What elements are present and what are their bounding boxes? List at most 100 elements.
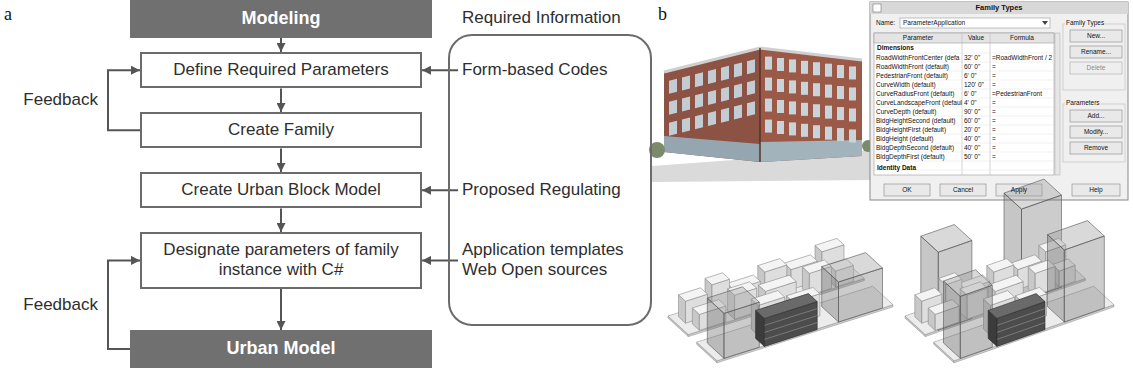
dialog-text: =	[992, 117, 996, 125]
window	[789, 80, 796, 93]
dialog-text: BldgHeightSecond (default)	[876, 117, 956, 125]
window	[777, 100, 784, 113]
window	[765, 99, 772, 112]
dialog-text: RoadWidthFront (default)	[876, 63, 949, 71]
window	[777, 79, 784, 92]
connector-arrow	[422, 69, 458, 71]
dialog-text: =	[992, 99, 996, 107]
dialog-text: 60' 0"	[964, 63, 980, 71]
dialog-text: =	[992, 81, 996, 89]
block-face	[815, 238, 844, 251]
roof-edge	[664, 48, 862, 72]
window	[734, 105, 742, 120]
glass-band	[664, 136, 760, 162]
node-text: Define Required Parameters	[152, 60, 410, 80]
node-text: Create Family	[152, 120, 410, 140]
window	[825, 127, 832, 140]
window	[837, 128, 844, 141]
dialog-text: Parameter	[874, 34, 962, 42]
process-box: Create Urban Block Model	[140, 172, 422, 208]
window	[695, 72, 703, 87]
block-face	[1004, 179, 1062, 209]
dialog-text: Remove	[1070, 144, 1122, 152]
panel-letter: a	[4, 4, 12, 26]
row-line	[874, 98, 1054, 99]
row-line	[874, 89, 1054, 90]
row-line	[874, 116, 1054, 117]
button	[1070, 46, 1122, 58]
node-text: Required Information	[448, 2, 652, 28]
title-bar	[870, 2, 1128, 14]
dialog-text: 60' 0"	[964, 117, 980, 125]
urban-block-model	[905, 179, 1114, 363]
window	[849, 129, 856, 142]
corner-line	[759, 48, 761, 162]
result-band: Urban Model	[130, 330, 432, 368]
dialog-text: OK	[884, 186, 930, 194]
block-face	[705, 273, 730, 285]
dialog-text: CurveLandscapeFront (defaul	[876, 99, 962, 107]
dialog-text: Cancel	[940, 186, 986, 194]
floor-line	[997, 316, 1045, 333]
window	[825, 106, 832, 119]
window	[813, 62, 820, 75]
node-text: Proposed Regulating	[462, 180, 648, 200]
urban-block-models	[668, 179, 1114, 363]
block-face	[756, 294, 818, 319]
window	[682, 97, 690, 112]
window	[708, 90, 716, 105]
dialog-text: 40' 0"	[964, 144, 980, 152]
connector-arrow	[422, 189, 458, 191]
dialog-text: New...	[1070, 32, 1122, 40]
dialog-text: =	[992, 72, 996, 80]
window-icon	[873, 4, 881, 12]
dialog-text: CurveRadiusFront (default)	[876, 90, 954, 98]
block-face	[987, 259, 1014, 272]
window	[801, 82, 808, 95]
facade	[664, 48, 760, 162]
dialog-text: BldgHeight (default)	[876, 135, 933, 143]
button	[1070, 30, 1122, 42]
connector-arrow	[280, 148, 282, 172]
row-line	[874, 152, 1054, 153]
combo-box	[900, 18, 1050, 28]
dialog-text: CurveWidth (default)	[876, 81, 936, 89]
dialog-text: 6' 0"	[964, 90, 977, 98]
block-face	[758, 259, 787, 272]
button	[1070, 110, 1122, 122]
dialog-text: =PedestrianFront	[992, 90, 1042, 98]
dialog-text: PedestrianFront (default)	[876, 72, 948, 80]
dialog-text: Parameters	[1065, 99, 1101, 107]
window	[813, 104, 820, 117]
dialog-text: =	[992, 63, 996, 71]
block-face	[758, 275, 796, 291]
window	[708, 111, 716, 126]
window-frame	[870, 2, 1128, 200]
window	[682, 118, 690, 133]
window	[849, 66, 856, 79]
button	[940, 184, 986, 196]
group-box	[1063, 24, 1125, 90]
process-box: Define Required Parameters	[140, 52, 422, 88]
block-face	[915, 288, 942, 301]
info-item: Proposed Regulating	[462, 180, 648, 200]
row-line	[874, 71, 1054, 72]
row-lines	[874, 53, 1054, 170]
urban-block-model	[668, 238, 893, 362]
dialog-text: Family Types	[1065, 19, 1105, 27]
row-line	[874, 62, 1054, 63]
dialog-text: Delete	[1070, 64, 1122, 72]
floor-line	[764, 316, 817, 333]
window	[747, 80, 755, 95]
connector-arrow	[422, 259, 458, 261]
dialog-text: Family Types	[870, 3, 1128, 12]
dialog-text: Help	[1072, 186, 1120, 194]
process-box: Designate parameters of family instance …	[140, 232, 422, 289]
dialog-text: 50' 0"	[964, 153, 980, 161]
connector-arrow	[108, 70, 140, 130]
dialog-text: =RoadWidthFront / 2	[992, 54, 1052, 62]
dialog-text: =	[992, 153, 996, 161]
window	[849, 108, 856, 121]
button	[1072, 184, 1120, 196]
dialog-text: =	[992, 126, 996, 134]
